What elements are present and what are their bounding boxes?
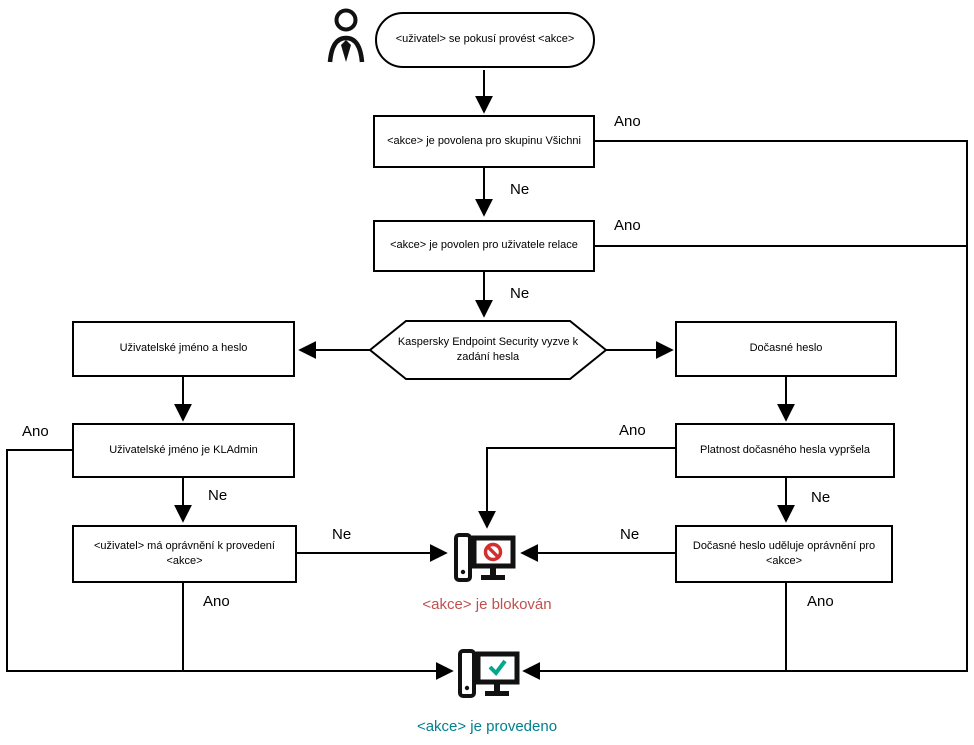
start-node: <uživatel> se pokusí provést <akce>: [375, 12, 595, 68]
node-action-allowed-session-user: <akce> je povolen pro uživatele relace: [373, 220, 595, 272]
node-user-has-permission: <uživatel> má oprávnění k provedení <akc…: [72, 525, 297, 583]
node-label: Kaspersky Endpoint Security vyzve k zadá…: [397, 335, 579, 363]
computer-success-icon: [458, 649, 520, 698]
edge-label-session-no: Ne: [510, 285, 530, 302]
outcome-executed-label: <akce> je provedeno: [416, 718, 558, 735]
node-label: <uživatel> má oprávnění k provedení <akc…: [93, 539, 275, 567]
node-temporary-password-expired: Platnost dočasného hesla vypršela: [675, 423, 895, 478]
edge-label-grants-no: Ne: [620, 526, 640, 543]
edge-label-kladmin-yes: Ano: [22, 423, 49, 440]
edge-kladmin-yes-rail: [6, 449, 454, 680]
node-temporary-password: Dočasné heslo: [675, 321, 897, 377]
edge-label-everyone-yes: Ano: [614, 113, 641, 130]
node-username-is-kladmin: Uživatelské jméno je KLAdmin: [72, 423, 295, 478]
user-icon: [327, 8, 365, 63]
node-label: <akce> je povolena pro skupinu Všichni: [387, 134, 581, 147]
edge-label-grants-yes: Ano: [807, 593, 834, 610]
edge-label-expired-yes: Ano: [619, 422, 646, 439]
edge-label-session-yes: Ano: [614, 217, 641, 234]
edge-label-expired-no: Ne: [811, 489, 831, 506]
decision-hexagon: [368, 320, 608, 380]
node-label: Uživatelské jméno je KLAdmin: [109, 443, 258, 456]
node-action-allowed-everyone: <akce> je povolena pro skupinu Všichni: [373, 115, 595, 168]
edge-label-permission-yes: Ano: [203, 593, 230, 610]
node-label: Platnost dočasného hesla vypršela: [700, 443, 870, 456]
edge-label-permission-no: Ne: [332, 526, 352, 543]
edge-expired-yes: [478, 447, 675, 529]
edge-label-everyone-no: Ne: [510, 181, 530, 198]
edge-everyone-yes-rail: [522, 140, 968, 680]
node-label: Dočasné heslo: [749, 342, 823, 355]
start-node-label: <uživatel> se pokusí provést <akce>: [395, 33, 575, 46]
node-kes-password-prompt: Kaspersky Endpoint Security vyzve k zadá…: [392, 322, 584, 378]
edge-label-kladmin-no: Ne: [208, 487, 228, 504]
node-label: <akce> je povolen pro uživatele relace: [390, 239, 578, 252]
node-temporary-password-grants: Dočasné heslo uděluje oprávnění pro <akc…: [675, 525, 893, 583]
computer-blocked-icon: [454, 533, 516, 582]
outcome-blocked-label: <akce> je blokován: [422, 596, 552, 613]
node-label: Uživatelské jméno a heslo: [119, 342, 248, 355]
node-username-and-password: Uživatelské jméno a heslo: [72, 321, 295, 377]
node-label: Dočasné heslo uděluje oprávnění pro <akc…: [692, 539, 876, 567]
